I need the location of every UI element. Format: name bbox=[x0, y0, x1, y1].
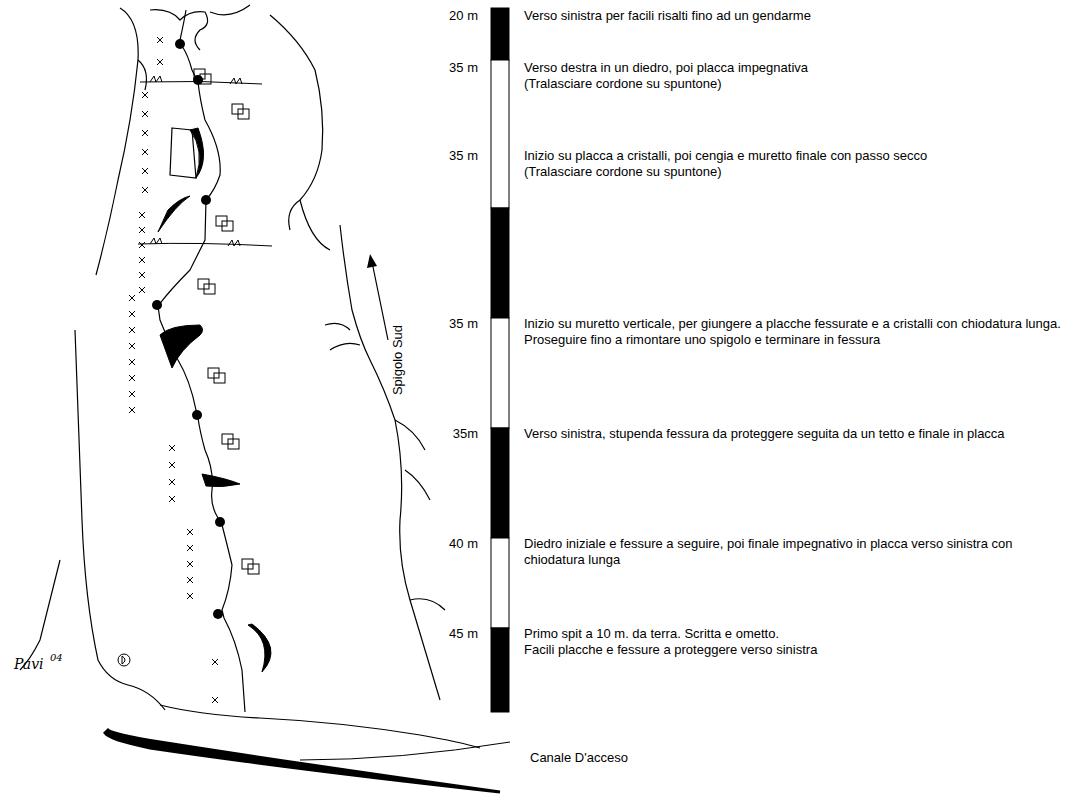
pitch-description: Inizio su placca a cristalli, poi cengia… bbox=[524, 148, 927, 164]
belay-symbols bbox=[194, 69, 259, 574]
bolt-marker bbox=[129, 327, 135, 333]
bolt-marker bbox=[129, 343, 135, 349]
pitch-note: (Tralasciare cordone su spuntone) bbox=[524, 76, 722, 92]
bolt-marker bbox=[129, 359, 135, 365]
bolt-marker bbox=[169, 496, 175, 502]
bolt-marker bbox=[157, 37, 163, 43]
bolt-marker bbox=[212, 697, 218, 703]
belay-symbol bbox=[198, 279, 215, 294]
bolt-marker bbox=[169, 479, 175, 485]
pitch-length: 35m bbox=[453, 426, 478, 442]
mark-symbol bbox=[118, 654, 130, 666]
pitch-description: Primo spit a 10 m. da terra. Scritta e o… bbox=[524, 626, 779, 642]
bolt-marker bbox=[187, 529, 193, 535]
belay-symbol bbox=[194, 69, 211, 84]
face-name: Spigolo Sud bbox=[390, 325, 406, 395]
bolt-marker bbox=[187, 545, 193, 551]
pitch-length: 40 m bbox=[449, 536, 478, 552]
bolt-marker bbox=[142, 149, 148, 155]
bolt-marker bbox=[139, 227, 145, 233]
pitch-description: Facili placche e fessure a proteggere ve… bbox=[524, 642, 817, 658]
bolt-marker bbox=[129, 391, 135, 397]
gully-edge bbox=[300, 742, 510, 760]
bolt-marker bbox=[139, 212, 145, 218]
pitch-bar bbox=[491, 8, 509, 712]
belay-symbol bbox=[216, 216, 233, 231]
pitch-description: Diedro iniziale e fessure a seguire, poi… bbox=[524, 536, 1044, 568]
bolt-marker bbox=[129, 375, 135, 381]
bolt-marker bbox=[139, 287, 145, 293]
bolt-marker bbox=[139, 257, 145, 263]
signature: Pavi bbox=[14, 656, 44, 672]
pitch-description: Verso destra in un diedro, poi placca im… bbox=[524, 60, 808, 76]
bolt-marker bbox=[142, 92, 148, 98]
bolt-marker bbox=[142, 111, 148, 117]
belay-symbol bbox=[232, 104, 249, 119]
belay-symbol bbox=[242, 559, 259, 574]
bolt-marker bbox=[129, 407, 135, 413]
bolt-marker bbox=[169, 445, 175, 451]
approach-name: Canale D'acceso bbox=[530, 750, 628, 766]
bolt-marker bbox=[142, 130, 148, 136]
pitch-description: Inizio su muretto verticale, per giunger… bbox=[524, 316, 1068, 348]
pitch-length: 35 m bbox=[449, 148, 478, 164]
pitch-length: 35 m bbox=[449, 60, 478, 76]
pitch-length: 45 m bbox=[449, 626, 478, 642]
belay-station bbox=[152, 39, 225, 619]
direction-arrow bbox=[367, 254, 388, 340]
bolt-marker bbox=[129, 295, 135, 301]
belay-symbol bbox=[208, 368, 225, 383]
signature-year: 04 bbox=[50, 650, 63, 666]
bolt-marker bbox=[212, 659, 218, 665]
bolt-marker bbox=[129, 311, 135, 317]
bolt-markers bbox=[129, 37, 218, 703]
belay-symbol bbox=[222, 434, 239, 449]
bolt-marker bbox=[157, 59, 163, 65]
pitch-description: Verso sinistra per facili risalti fino a… bbox=[524, 8, 811, 24]
bolt-marker bbox=[142, 168, 148, 174]
pillar-outline bbox=[170, 128, 196, 178]
bolt-marker bbox=[139, 272, 145, 278]
wall-outline bbox=[20, 5, 480, 748]
pitch-description: Verso sinistra, stupenda fessura da prot… bbox=[524, 426, 1024, 442]
roof-symbol bbox=[158, 128, 271, 672]
bolt-marker bbox=[187, 577, 193, 583]
ledge bbox=[138, 76, 272, 246]
bolt-marker bbox=[187, 561, 193, 567]
bolt-marker bbox=[187, 593, 193, 599]
pitch-length: 35 m bbox=[449, 316, 478, 332]
pitch-note: (Tralasciare cordone su spuntone) bbox=[524, 164, 722, 180]
pitch-length: 20 m bbox=[449, 8, 478, 24]
gully-band bbox=[105, 730, 500, 792]
bolt-marker bbox=[169, 462, 175, 468]
bolt-marker bbox=[142, 187, 148, 193]
bolt-marker bbox=[139, 242, 145, 248]
